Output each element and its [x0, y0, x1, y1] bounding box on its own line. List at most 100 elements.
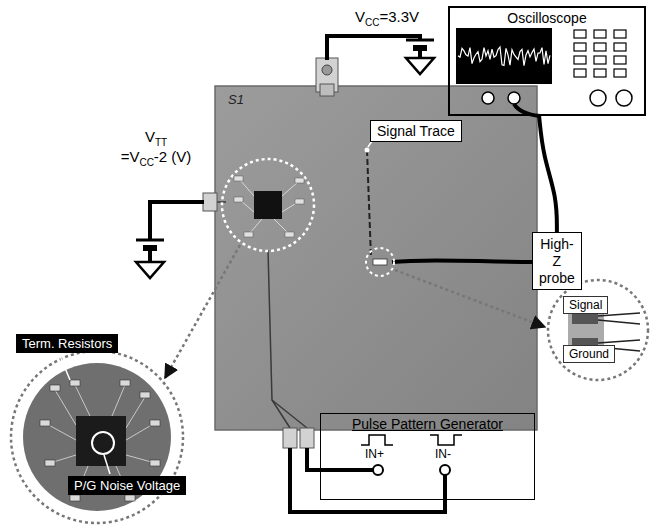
chip-zoom-circle: [45, 460, 55, 466]
pulse-symbol: [361, 435, 462, 445]
chip-zoom-circle: [55, 390, 76, 425]
probe-tip: [366, 248, 394, 276]
battery-symbol: [136, 239, 164, 242]
oscilloscope-buttons: [614, 30, 626, 38]
chip-area: [234, 197, 243, 202]
oscilloscope-buttons: [574, 56, 586, 64]
chip-zoom-circle: [112, 385, 125, 416]
supply-label: VCC=3.3V: [355, 8, 419, 28]
port-label: IN-: [435, 447, 451, 461]
chip-zoom-circle: [60, 356, 70, 380]
ground-symbol: [406, 58, 434, 74]
subscript: CC: [139, 157, 153, 168]
probe-cable: [392, 260, 533, 262]
supply-label: VTT: [100, 128, 212, 148]
callout-box: Ground: [563, 345, 615, 363]
chip-zoom-circle: [50, 385, 60, 391]
oscilloscope-knobs: [482, 92, 494, 104]
board-label: S1: [228, 92, 244, 107]
box-label: Signal Trace: [377, 123, 455, 139]
probe-zoom-circle: [548, 280, 648, 380]
chip-zoom-circle: [75, 385, 90, 416]
box-label: Signal: [569, 298, 602, 312]
callout-box: Term. Resistors: [16, 334, 118, 353]
chip-area: [234, 176, 243, 181]
zoom-arrow: [165, 245, 240, 378]
callout-box: Signal Trace: [370, 120, 462, 142]
box-label: Oscilloscope: [507, 10, 586, 26]
box-label: Pulse Pattern Generator: [352, 416, 503, 432]
chip-area: [285, 232, 294, 237]
output-port: [440, 465, 450, 475]
probe-cable: [539, 116, 557, 232]
oscilloscope-buttons: [594, 43, 606, 51]
callout-box: Signal: [563, 296, 608, 314]
oscilloscope-buttons: [594, 69, 606, 77]
zoom-arrow: [165, 245, 240, 378]
oscilloscope-buttons: [594, 30, 606, 38]
oscilloscope-knobs: [616, 90, 632, 106]
coax-cable: [290, 448, 445, 512]
bnc-connector: [322, 65, 332, 75]
subscript: CC: [365, 17, 379, 28]
sma-connector: [203, 193, 217, 211]
oscilloscope-buttons: [614, 43, 626, 51]
generator-box: Pulse Pattern GeneratorIN+ IN-: [320, 413, 535, 500]
ground-symbol: [136, 262, 164, 278]
oscilloscope-buttons: [574, 30, 626, 77]
chip-area: [240, 180, 254, 196]
ground-symbol: [406, 58, 434, 74]
chip-area: [222, 159, 314, 251]
signal-trace: [367, 150, 371, 258]
chip-area: [222, 159, 314, 251]
pcb-board: [215, 86, 537, 430]
pcb-board: [215, 86, 537, 430]
oscilloscope-knobs: [508, 92, 520, 104]
board-traces: [272, 400, 307, 428]
probe-tip: [366, 248, 394, 276]
oscilloscope-buttons: [614, 69, 626, 77]
label-text: V: [145, 128, 155, 145]
battery-symbol: [143, 245, 157, 251]
battery-symbol: [136, 240, 164, 248]
sma-connector: [203, 193, 217, 211]
bnc-connector: [320, 84, 334, 96]
board-traces: [268, 250, 290, 428]
chip-area: [234, 176, 304, 237]
chip-zoom-circle: [11, 351, 183, 523]
sma-connector: [283, 428, 297, 448]
board-traces: [217, 202, 307, 428]
chip-zoom-circle: [150, 460, 160, 466]
chip-zoom-circle: [76, 416, 126, 466]
ground-symbol: [136, 262, 164, 278]
label-text: V: [355, 8, 365, 25]
waveform: [458, 47, 550, 66]
output-port: [373, 465, 450, 475]
oscilloscope-buttons: [594, 56, 606, 64]
chip-zoom-circle: [104, 455, 110, 474]
chip-zoom-circle: [125, 495, 135, 501]
pulse-symbol: [361, 435, 393, 445]
label-text: S1: [228, 92, 244, 107]
label-text: -2 (V): [154, 148, 192, 165]
port-label: IN+: [365, 447, 384, 461]
chip-zoom-circle: [70, 380, 80, 386]
oscilloscope-box: Oscilloscope: [448, 6, 646, 116]
oscilloscope-knobs: [590, 90, 606, 106]
oscilloscope-buttons: [574, 43, 586, 51]
bnc-connector: [316, 58, 338, 96]
chip-area: [244, 232, 253, 237]
probe-zoom-circle: [548, 280, 648, 380]
label-text: =V: [121, 148, 140, 165]
signal-trace: [365, 141, 373, 258]
chip-zoom-circle: [11, 351, 183, 523]
chip-zoom-circle: [92, 432, 114, 454]
probe-tip: [373, 259, 387, 265]
subscript: TT: [155, 137, 167, 148]
supply-label: =VCC-2 (V): [100, 148, 212, 168]
chip-area: [295, 178, 304, 183]
box-label: P/G Noise Voltage: [74, 478, 180, 493]
